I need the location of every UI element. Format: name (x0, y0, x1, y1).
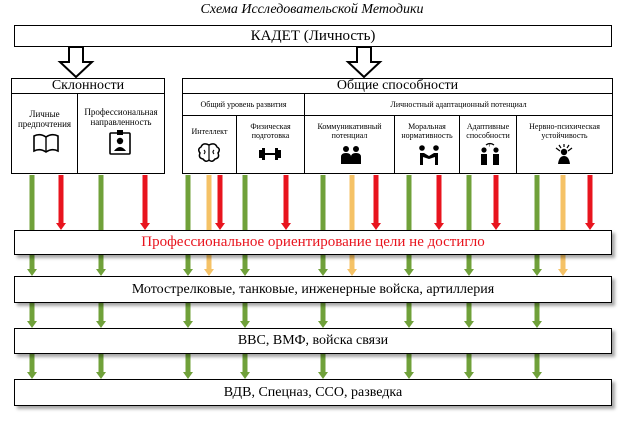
green-arrow-c (27, 354, 37, 379)
stress-icon (555, 144, 573, 164)
book-icon (33, 133, 59, 153)
hollow-arrow-left (57, 46, 95, 79)
yellow-arrow (347, 175, 357, 276)
cadet-box: КАДЕТ (Личность) (14, 25, 612, 47)
green-arrow-c (318, 354, 328, 379)
dumbbell-icon (259, 148, 281, 160)
green-arrow-c (240, 354, 250, 379)
label-neuropsychic-stability: Нервно-психическая устойчивость (529, 122, 600, 140)
label-communicative-potential: Коммуникативный потенциал (317, 122, 382, 140)
yellow-arrow (204, 175, 214, 276)
label-professional-orientation: Профессиональная направленность (84, 107, 158, 127)
label-moral-normativity: Моральная нормативность (401, 122, 453, 140)
green-arrow-b (404, 303, 414, 328)
level-box-2: ВВС, ВМФ, войска связи (14, 328, 612, 354)
green-arrow-a (318, 175, 328, 276)
green-arrow-a (96, 175, 106, 276)
green-arrow-b (532, 303, 542, 328)
goal-not-reached-box: Профессиональное ориентирование цели не … (14, 230, 612, 255)
green-arrow-b (464, 303, 474, 328)
level-box-3: ВДВ, Спецназ, ССО, разведка (14, 379, 612, 406)
green-arrow-c (96, 354, 106, 379)
hollow-arrow-right (345, 46, 383, 79)
green-arrow-a (464, 175, 474, 276)
handshake-icon (419, 145, 439, 165)
label-adaptive-abilities: Адаптивные способности (466, 122, 510, 140)
inclinations-header: Склонности (11, 78, 165, 94)
red-arrow (434, 175, 444, 230)
ability-cell-communicative (304, 115, 395, 174)
label-intellect: Интеллект (191, 126, 228, 136)
green-arrow-c (404, 354, 414, 379)
red-arrow (491, 175, 501, 230)
red-arrow (56, 175, 66, 230)
red-arrow (371, 175, 381, 230)
red-arrow (281, 175, 291, 230)
green-arrow-a (183, 175, 193, 276)
green-arrow-c (532, 354, 542, 379)
general-abilities-header: Общие способности (182, 78, 613, 94)
badge-icon (109, 130, 131, 155)
ability-cell-moral (394, 115, 460, 174)
adaptation-icon: ? (481, 142, 499, 165)
brain-icon (197, 143, 221, 163)
green-arrow-b (96, 303, 106, 328)
label-physical-training: Физическая подготовка (250, 122, 291, 140)
green-arrow-a (240, 175, 250, 276)
green-arrow-b (27, 303, 37, 328)
green-arrow-c (464, 354, 474, 379)
red-arrow (585, 175, 595, 230)
label-personal-preferences: Личные предпочтения (17, 109, 72, 129)
green-arrow-c (183, 354, 193, 379)
green-arrow-a (404, 175, 414, 276)
ability-cell-physical (236, 115, 305, 174)
red-arrow (215, 175, 225, 230)
green-arrow-b (240, 303, 250, 328)
red-arrow (140, 175, 150, 230)
green-arrow-a (27, 175, 37, 276)
yellow-arrow (558, 175, 568, 276)
green-arrow-b (183, 303, 193, 328)
green-arrow-a (532, 175, 542, 276)
svg-text:?: ? (488, 143, 491, 149)
green-arrow-b (318, 303, 328, 328)
people-icon (341, 146, 361, 164)
level-box-1: Мотострелковые, танковые, инженерные вой… (14, 276, 612, 303)
diagram-title: Схема Исследовательской Методики (200, 2, 424, 17)
